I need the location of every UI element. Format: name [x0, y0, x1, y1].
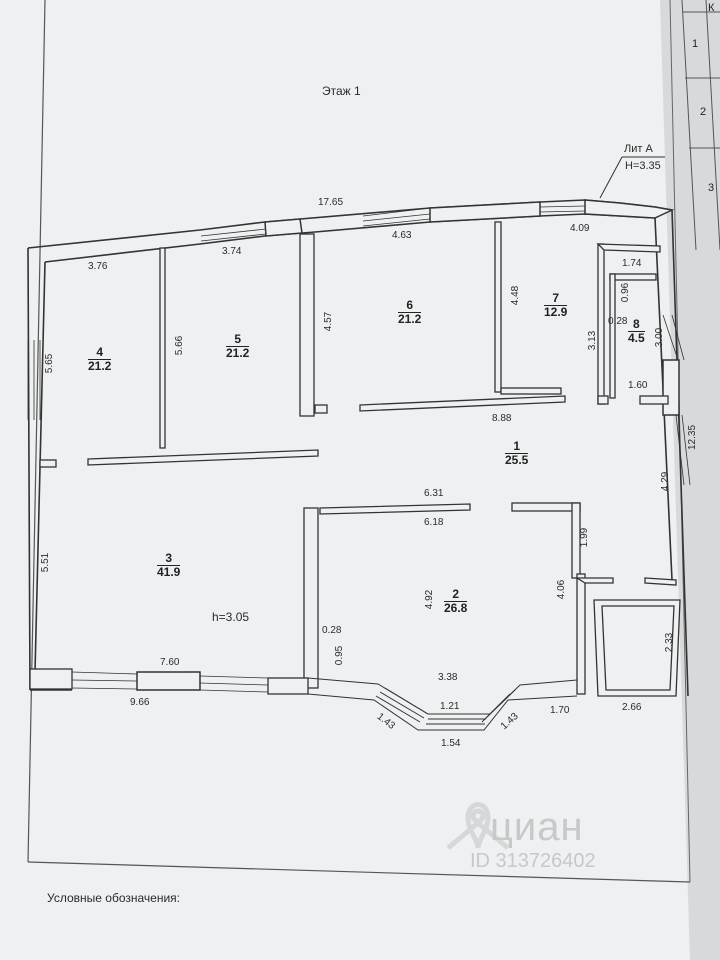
dim-wall-a: 0.28	[322, 625, 342, 636]
bay-window	[307, 677, 578, 731]
dim-r2-right: 4.06	[556, 579, 568, 600]
dim-r3-bottom: 7.60	[160, 657, 180, 668]
dim-r7-top: 4.09	[570, 223, 590, 234]
dim-corr-right: 4.29	[660, 471, 672, 492]
table-header: К	[708, 2, 715, 14]
dim-vest-side: 2.33	[664, 632, 676, 653]
dim-r5-top: 3.74	[222, 246, 242, 257]
watermark-brand: циан	[490, 805, 584, 849]
dim-bottom-left-total: 9.66	[130, 697, 150, 708]
watermark-logo	[446, 802, 510, 850]
dim-r8-b: 0.28	[608, 316, 628, 327]
dim-r6-top: 4.63	[392, 230, 412, 241]
frame-left	[27, 0, 46, 863]
dim-wall-b: 0.95	[334, 645, 346, 666]
dim-bottom-right: 1.70	[550, 705, 570, 716]
dim-r2-step: 1.99	[579, 527, 591, 548]
dim-r6-side: 4.57	[323, 311, 335, 332]
wall-blocks	[136, 199, 680, 691]
legend-label: Условные обозначения:	[47, 891, 180, 905]
dim-r8-top: 1.74	[622, 258, 642, 269]
side-table	[681, 0, 720, 251]
dim-r5-side: 5.66	[174, 335, 186, 356]
dim-vest-bottom: 2.66	[622, 702, 642, 713]
dim-bay-top: 1.21	[440, 701, 460, 712]
table-row-3: 3	[708, 182, 715, 194]
table-row-1: 1	[692, 38, 699, 50]
dim-corr-bottom: 8.88	[492, 413, 512, 424]
dim-r3-side: 5.51	[40, 552, 52, 573]
dim-bay-bottom: 1.54	[441, 738, 461, 749]
dim-r8-right: 3.00	[654, 327, 666, 348]
dim-top-total: 17.65	[318, 197, 344, 208]
windows	[27, 199, 691, 693]
dim-r7-side: 4.48	[510, 285, 522, 306]
room-3-height: h=3.05	[212, 610, 250, 624]
main-height-label: H=3.35	[625, 160, 661, 172]
dim-r2-top-inner: 6.18	[424, 517, 444, 528]
dim-r2-top-outer: 6.31	[424, 488, 444, 499]
lit-label: Лит А	[624, 143, 653, 155]
dim-r8-a: 0.96	[620, 282, 632, 303]
dim-right-total: 12.35	[687, 424, 699, 451]
dim-r4-side: 5.65	[44, 353, 56, 374]
watermark-id: ID 313726402	[470, 850, 596, 872]
dim-r4-top: 3.76	[88, 261, 108, 272]
dim-r2-bay: 3.38	[438, 672, 458, 683]
frame-bottom	[27, 861, 691, 883]
location-pin-icon	[446, 802, 510, 850]
dim-r8-left: 3.13	[587, 330, 599, 351]
interior-walls	[29, 221, 681, 697]
dim-r2-left: 4.92	[424, 589, 436, 610]
table-row-2: 2	[700, 106, 707, 118]
dim-r8-bottom: 1.60	[628, 380, 648, 391]
floor-title: Этаж 1	[322, 84, 361, 98]
lit-leader	[599, 156, 623, 199]
